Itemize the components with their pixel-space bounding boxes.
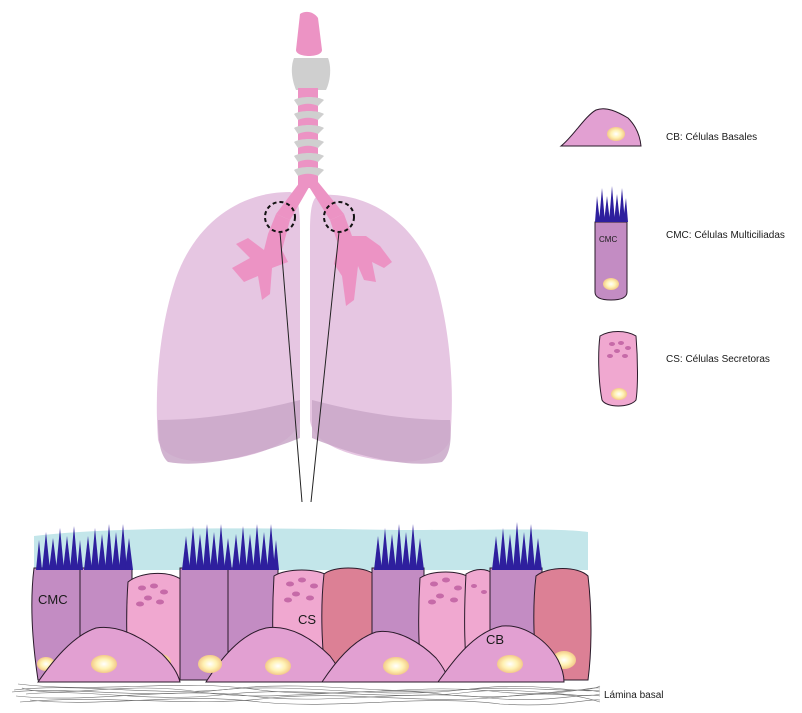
cs-label: CS <box>298 612 316 627</box>
cmc-label: CMC <box>38 592 68 607</box>
legend-secretory-label: CS: Células Secretoras <box>666 354 770 365</box>
epithelium-section: CMC CS CB <box>12 522 600 705</box>
thyroid-cartilage <box>292 58 330 90</box>
basal-lamina-fibers <box>12 684 600 705</box>
basal-lamina-label: Lámina basal <box>604 690 663 701</box>
legend-ciliated-label: CMC: Células Multiciliadas <box>666 230 785 241</box>
lungs-illustration <box>157 12 452 502</box>
legend: CMC <box>561 109 641 406</box>
legend-basal-label: CB: Células Basales <box>666 132 757 143</box>
legend-basal-cell-icon <box>561 109 641 146</box>
legend-secretory-cell-icon <box>599 332 638 407</box>
legend-ciliated-cell-icon: CMC <box>595 186 628 300</box>
legend-ciliated-icon-label: CMC <box>599 235 617 244</box>
larynx <box>296 12 322 56</box>
cb-label: CB <box>486 632 504 647</box>
